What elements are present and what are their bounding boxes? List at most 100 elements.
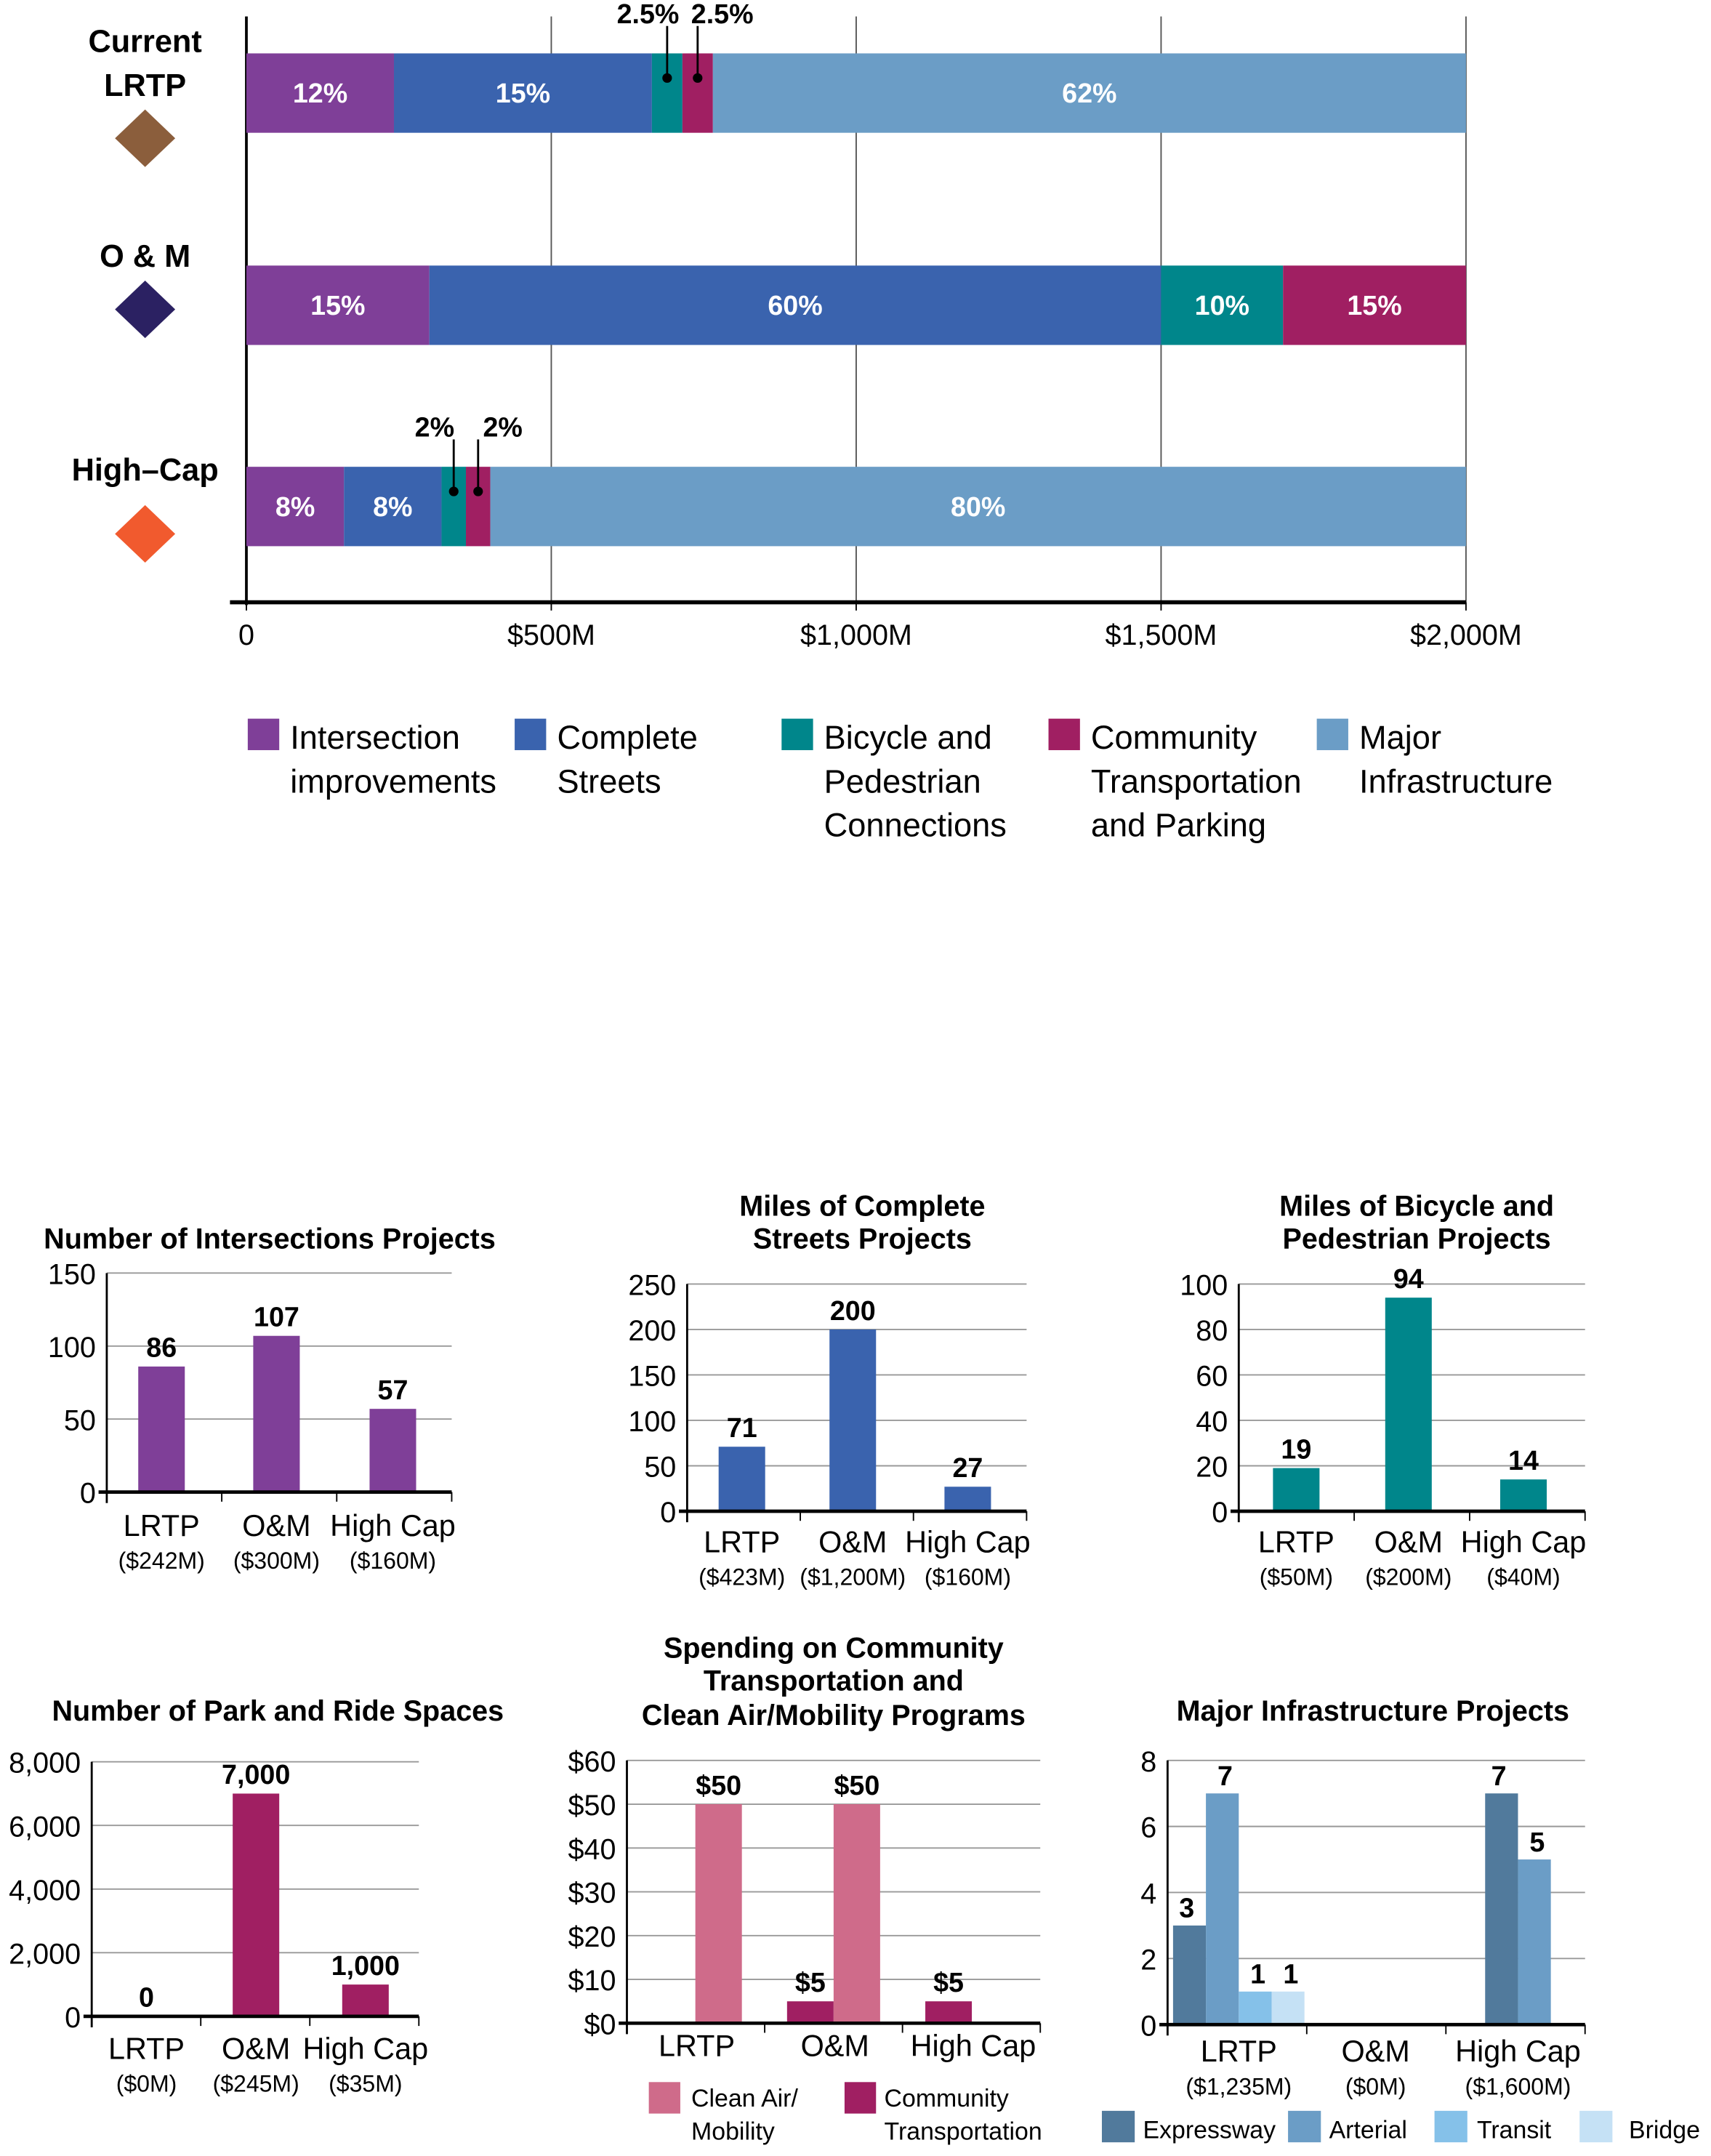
legend-label: and Parking bbox=[1091, 807, 1266, 844]
row-label: Current bbox=[88, 25, 201, 60]
bar bbox=[786, 2001, 834, 2024]
legend-label: Transit bbox=[1477, 2117, 1552, 2144]
y-tick-label: 200 bbox=[628, 1315, 676, 1347]
legend-label: Infrastructure bbox=[1359, 763, 1553, 800]
bar-segment bbox=[712, 53, 1466, 133]
segment-label: 15% bbox=[496, 78, 550, 108]
bar-chart: Number of Park and Ride Spaces02,0004,00… bbox=[9, 1695, 504, 2096]
legend-label: Major bbox=[1359, 719, 1441, 756]
category-label: LRTP bbox=[1201, 2035, 1277, 2068]
callout-dot bbox=[473, 486, 483, 496]
legend-label: Bridge bbox=[1629, 2117, 1700, 2144]
segment-label: 60% bbox=[768, 290, 822, 321]
segment-label: 12% bbox=[293, 78, 347, 108]
value-label: 7 bbox=[1217, 1761, 1233, 1791]
diamond-marker-icon bbox=[115, 109, 176, 167]
bar-chart: Number of Intersections Projects05010015… bbox=[44, 1223, 496, 1574]
value-label: 86 bbox=[146, 1332, 177, 1363]
y-tick-label: $40 bbox=[568, 1833, 616, 1865]
legend-label: Transportation bbox=[885, 2117, 1042, 2145]
value-label: $50 bbox=[834, 1770, 879, 1801]
legend-label: Mobility bbox=[691, 2117, 775, 2145]
legend-swatch bbox=[515, 718, 547, 750]
chart-title: Miles of Bicycle and bbox=[1279, 1190, 1554, 1222]
chart-title: Spending on Community bbox=[664, 1633, 1004, 1665]
value-label: 5 bbox=[1529, 1827, 1545, 1857]
y-tick-label: 0 bbox=[660, 1497, 676, 1529]
y-tick-label: 100 bbox=[1180, 1269, 1228, 1301]
y-tick-label: 20 bbox=[1196, 1452, 1228, 1484]
y-tick-label: 60 bbox=[1196, 1361, 1228, 1393]
y-tick-label: 2 bbox=[1140, 1944, 1156, 1976]
bar bbox=[342, 1984, 389, 2016]
segment-label: 80% bbox=[951, 491, 1005, 522]
callout-label: 2% bbox=[415, 412, 454, 443]
bar bbox=[369, 1409, 416, 1492]
legend-swatch bbox=[1434, 2110, 1468, 2143]
legend-label: Arterial bbox=[1329, 2117, 1407, 2144]
category-sublabel: ($423M) bbox=[699, 1564, 785, 1590]
segment-label: 8% bbox=[373, 491, 412, 522]
value-label: $5 bbox=[795, 1967, 826, 1998]
category-sublabel: ($1,600M) bbox=[1465, 2073, 1571, 2099]
category-label: LRTP bbox=[124, 1509, 200, 1542]
x-tick-label: $1,500M bbox=[1105, 619, 1217, 651]
value-label: 0 bbox=[139, 1982, 154, 2013]
x-tick-label: $1,000M bbox=[800, 619, 912, 651]
y-tick-label: $30 bbox=[568, 1878, 616, 1910]
legend-swatch bbox=[247, 718, 280, 750]
legend-label: improvements bbox=[290, 763, 496, 800]
row-label: O & M bbox=[100, 239, 190, 274]
y-tick-label: 250 bbox=[628, 1269, 676, 1301]
chart-title: Pedestrian Projects bbox=[1283, 1223, 1551, 1255]
value-label: 1 bbox=[1283, 1958, 1298, 1989]
category-sublabel: ($40M) bbox=[1486, 1564, 1560, 1590]
segment-label: 10% bbox=[1195, 290, 1249, 321]
y-tick-label: 150 bbox=[48, 1258, 96, 1290]
callout-label: 2.5% bbox=[617, 0, 680, 29]
bar bbox=[1518, 1859, 1551, 2025]
bar bbox=[1273, 1468, 1320, 1512]
bar-segment bbox=[394, 53, 652, 133]
category-sublabel: ($1,200M) bbox=[800, 1564, 906, 1590]
legend-label: Transportation bbox=[1091, 763, 1302, 800]
category-label: High Cap bbox=[303, 2032, 429, 2065]
legend-label: Pedestrian bbox=[824, 763, 981, 800]
legend-swatch bbox=[648, 2082, 680, 2114]
callout-dot bbox=[662, 73, 672, 83]
category-sublabel: ($160M) bbox=[925, 1564, 1011, 1590]
chart-title: Major Infrastructure Projects bbox=[1177, 1695, 1569, 1727]
y-tick-label: 40 bbox=[1196, 1406, 1228, 1438]
y-tick-label: 0 bbox=[80, 1478, 96, 1510]
value-label: 57 bbox=[378, 1375, 408, 1405]
segment-label: 15% bbox=[1347, 290, 1401, 321]
category-label: O&M bbox=[818, 1526, 887, 1559]
legend-swatch bbox=[781, 718, 813, 750]
y-tick-label: 4,000 bbox=[9, 1875, 81, 1907]
category-label: O&M bbox=[242, 1509, 310, 1542]
y-tick-label: $0 bbox=[584, 2008, 616, 2040]
category-sublabel: ($245M) bbox=[213, 2070, 299, 2096]
legend-swatch bbox=[1101, 2110, 1135, 2143]
chart-title: Transportation and bbox=[704, 1665, 964, 1697]
category-sublabel: ($300M) bbox=[233, 1548, 320, 1574]
value-label: 19 bbox=[1281, 1433, 1311, 1464]
row-label: LRTP bbox=[104, 68, 186, 103]
value-label: 1 bbox=[1250, 1958, 1265, 1989]
category-sublabel: ($0M) bbox=[1345, 2073, 1406, 2099]
chart-title: Number of Park and Ride Spaces bbox=[52, 1695, 504, 1727]
x-tick-label: 0 bbox=[238, 619, 254, 651]
bar bbox=[1485, 1793, 1518, 2025]
bar-segment bbox=[429, 265, 1162, 345]
category-label: High Cap bbox=[911, 2030, 1036, 2063]
y-tick-label: $10 bbox=[568, 1965, 616, 1997]
legend-swatch bbox=[1579, 2110, 1613, 2143]
category-label: LRTP bbox=[1258, 1526, 1334, 1559]
chart-title: Miles of Complete bbox=[739, 1190, 985, 1222]
